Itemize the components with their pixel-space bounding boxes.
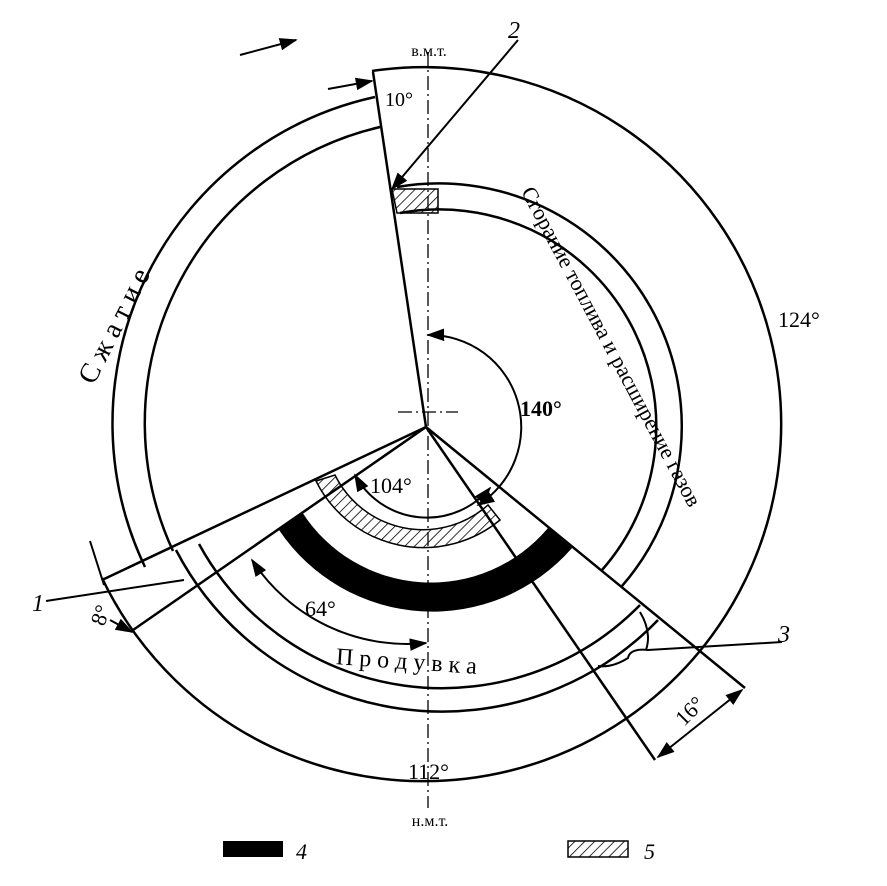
radial-line-inner-left [132,425,427,632]
arrow-10deg [327,77,374,91]
combustion-label: Сгорание топлива и расширение газов [516,182,707,511]
ref-3-label: 3 [777,622,790,648]
angle-64-label: 64° [305,596,336,621]
angle-140-label: 140° [520,396,562,421]
angle-16-label: 16° [670,691,709,730]
arc-104 [354,473,492,519]
compression-band [111,95,381,568]
combustion-band [396,182,683,587]
rotation-arrow [239,38,298,56]
angle-124-label: 124° [778,307,820,332]
ref-2-label: 2 [508,18,520,44]
injection-segment-2 [391,188,439,214]
legend-solid-swatch [223,841,283,857]
radial-line-tdc [371,71,428,428]
radial-line-left [101,425,427,582]
arc-140 [426,328,523,506]
arrow-2-pointer [390,39,519,191]
exhaust-hatched-segment [314,474,502,549]
leader-3 [597,641,783,668]
dim-8-tick [89,540,105,586]
bdc-label: н.м.т. [412,813,448,830]
legend-4-label: 4 [296,839,307,864]
legend-hatch-swatch [567,840,629,858]
tdc-label: в.м.т. [411,43,446,60]
angle-8-label: 8° [85,602,115,629]
leader-3-brace [639,611,649,651]
compression-label: С ж а т и е [72,263,156,389]
dim-8-arrow [109,618,134,633]
leader-1 [45,579,185,602]
angle-112-label: 112° [408,759,449,784]
angle-104-label: 104° [370,473,412,498]
angle-10-label: 10° [385,89,413,111]
outer-ring [100,65,783,783]
ref-1-label: 1 [32,591,44,617]
dim-16-line [656,688,744,759]
legend-5-label: 5 [644,839,655,864]
arc-64 [251,558,428,651]
scavenging-band [174,543,659,713]
